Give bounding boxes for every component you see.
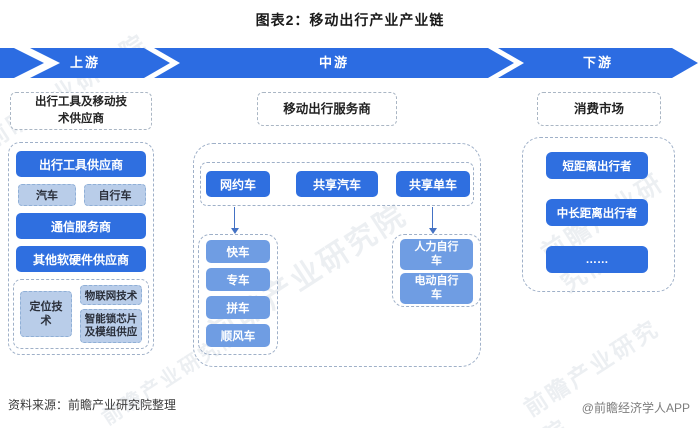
other-consumers-box: …… — [546, 246, 648, 273]
banner-segment-downstream: 下游 — [498, 48, 698, 78]
source-note: 资料来源：前瞻产业研究院整理 — [8, 398, 177, 412]
pedal-bike-box: 人力自行 车 — [400, 239, 473, 270]
ride-hailing-arrow — [234, 207, 235, 229]
service-types-row — [200, 162, 474, 206]
other-hw-sw-supplier-box: 其他软硬件供应商 — [16, 246, 146, 272]
credit-note: @前瞻经济学人APP — [581, 401, 690, 415]
bike-sharing-arrow-head — [429, 228, 437, 234]
bike-sharing-arrow — [432, 207, 433, 229]
ride-hailing-box: 网约车 — [206, 171, 270, 197]
ride-hailing-arrow-head — [231, 228, 239, 234]
smart-lock-chip-box: 智能锁芯片 及模组供应 — [80, 309, 142, 343]
bike-sharing-sub-container — [392, 234, 481, 307]
carpool-box: 拼车 — [206, 296, 270, 319]
short-distance-traveler-box: 短距离出行者 — [546, 152, 648, 179]
downstream-header: 消费市场 — [537, 92, 661, 126]
mid-long-distance-traveler-box: 中长距离出行者 — [546, 199, 648, 226]
upstream-header: 出行工具及移动技 术供应商 — [10, 92, 152, 130]
hitch-ride-box: 顺风车 — [206, 324, 270, 347]
vehicle-supplier-box: 出行工具供应商 — [16, 151, 146, 177]
bicycle-box: 自行车 — [84, 184, 146, 206]
midstream-header: 移动出行服务商 — [257, 92, 397, 126]
iot-tech-box: 物联网技术 — [80, 285, 142, 305]
express-car-box: 快车 — [206, 240, 270, 263]
telecom-provider-box: 通信服务商 — [16, 213, 146, 239]
downstream-container — [522, 137, 675, 292]
upstream-container — [8, 142, 154, 355]
bike-sharing-box: 共享单车 — [396, 171, 470, 197]
banner-segment-midstream: 中游 — [154, 48, 514, 78]
car-box: 汽车 — [18, 184, 76, 206]
tech-sub-container — [13, 279, 149, 349]
page-title: 图表2：移动出行产业产业链 — [255, 12, 445, 28]
premier-car-box: 专车 — [206, 268, 270, 291]
ride-hailing-sub-container — [198, 234, 278, 355]
watermark: 前瞻产业研究院 — [0, 23, 153, 155]
positioning-tech-box: 定位技 术 — [20, 291, 72, 337]
car-sharing-box: 共享汽车 — [296, 171, 378, 197]
e-bike-box: 电动自行 车 — [400, 273, 473, 304]
